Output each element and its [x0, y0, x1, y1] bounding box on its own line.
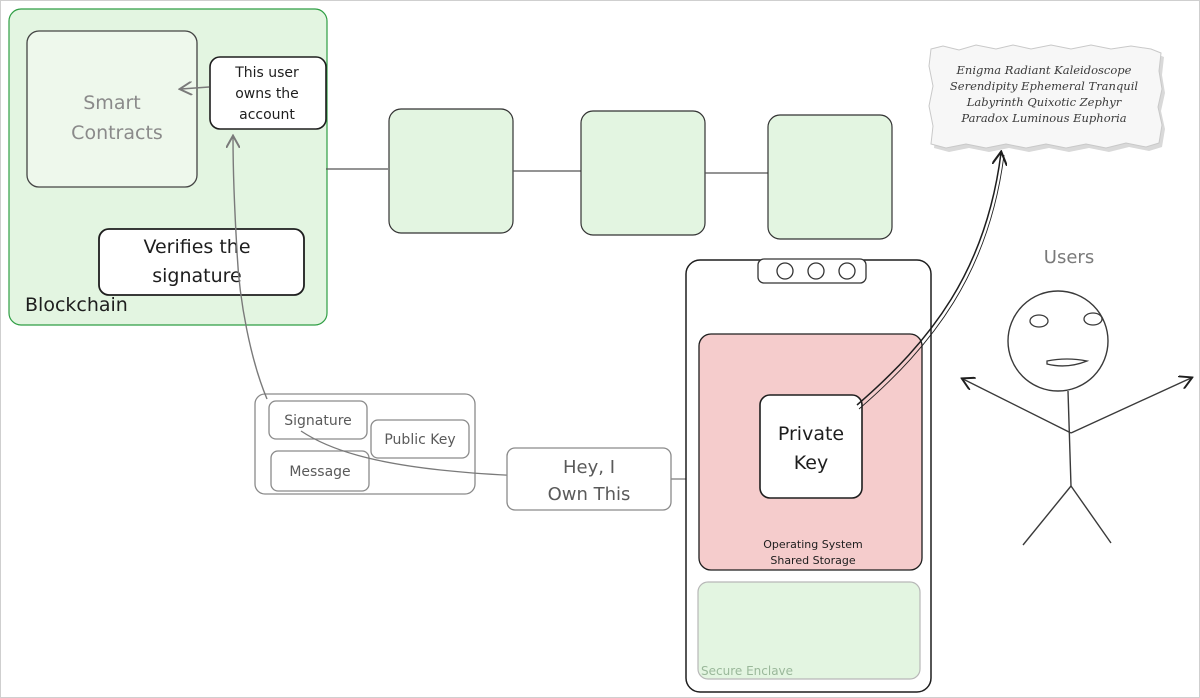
private-key-box	[759, 394, 863, 499]
owns-account-text-1: This user	[234, 65, 299, 81]
chain-block-1	[388, 108, 514, 234]
phone-camera-bar	[757, 258, 867, 284]
signature-box	[268, 400, 368, 440]
private-key-to-note-arrow	[856, 153, 1001, 406]
user-head	[1007, 290, 1109, 392]
message-label: Message	[289, 464, 350, 480]
owns-account-text-3: account	[239, 107, 295, 123]
users-label: Users	[1044, 247, 1094, 268]
smart-contracts-label-2: Contracts	[71, 122, 163, 144]
verifies-text-1: Verifies the	[143, 236, 250, 258]
chain-block-3	[767, 114, 893, 240]
hey-text-2: Own This	[548, 484, 631, 505]
user-arm-left	[963, 379, 1072, 434]
private-key-text-2: Key	[794, 452, 828, 474]
blockchain-label: Blockchain	[25, 294, 128, 316]
owns-account-text-2: owns the	[235, 86, 299, 102]
payload-box	[254, 393, 476, 495]
public-key-label: Public Key	[384, 432, 455, 448]
smart-contracts-label: Smart	[83, 92, 140, 114]
signature-label: Signature	[284, 413, 352, 429]
os-storage-text-1: Operating System	[763, 538, 863, 551]
verifies-signature-note	[98, 228, 305, 296]
chain-block-2	[580, 110, 706, 236]
user-leg-right	[1070, 485, 1112, 544]
paper-line-4: Paradox Luminous Euphoria	[960, 111, 1126, 125]
user-eye-right	[1083, 312, 1103, 326]
user-body	[1067, 390, 1072, 487]
user-leg-left	[1022, 485, 1072, 546]
public-key-box	[370, 419, 470, 459]
verifies-text-2: signature	[152, 265, 242, 287]
paper-line-1: Enigma Radiant Kaleidoscope	[956, 63, 1132, 77]
owns-account-note	[209, 56, 327, 130]
smart-contracts-box	[26, 30, 198, 188]
os-storage-text-2: Shared Storage	[770, 554, 855, 567]
camera-dot-3	[838, 262, 856, 280]
camera-dot-2	[807, 262, 825, 280]
user-mouth	[1046, 358, 1090, 367]
secure-enclave-label: Secure Enclave	[701, 664, 793, 678]
user-arm-right	[1070, 378, 1191, 434]
owns-to-contracts-arrow	[181, 87, 210, 89]
message-box	[270, 450, 370, 492]
secure-enclave-box	[697, 581, 921, 680]
private-key-text-1: Private	[778, 423, 844, 445]
paper-line-3: Labyrinth Quixotic Zephyr	[966, 95, 1123, 109]
hey-text-1: Hey, I	[563, 457, 615, 478]
paper-line-2: Serendipity Ephemeral Tranquil	[950, 79, 1138, 93]
signature-to-owns-arrow	[233, 137, 268, 400]
camera-dot-1	[776, 262, 794, 280]
user-eye-left	[1029, 314, 1049, 328]
paper-note	[928, 44, 1163, 149]
hey-note	[506, 447, 672, 511]
private-key-to-note-arrow-2	[858, 154, 1005, 410]
